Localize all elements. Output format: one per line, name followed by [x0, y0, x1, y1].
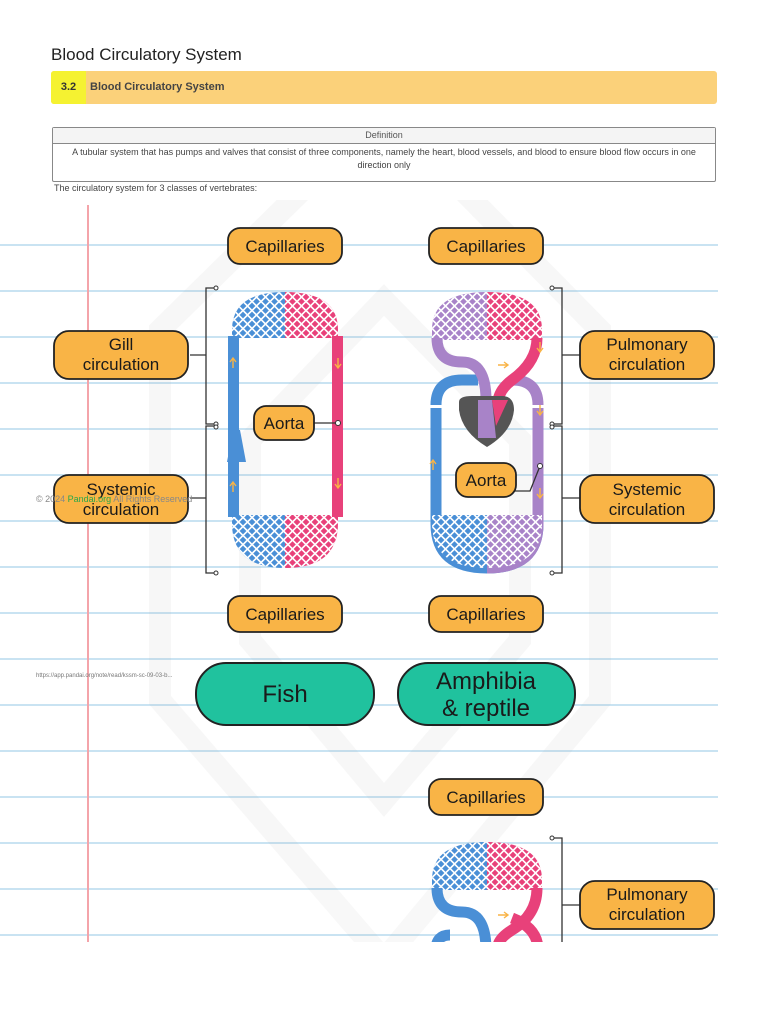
- section-title: Blood Circulatory System: [90, 81, 225, 93]
- intro-text: The circulatory system for 3 classes of …: [54, 183, 258, 193]
- heart-icon: [227, 430, 246, 462]
- page-url: https://app.pandai.org/note/read/kssm-sc…: [36, 673, 173, 679]
- page-title: Blood Circulatory System: [51, 45, 242, 64]
- svg-text:circulation: circulation: [83, 500, 160, 519]
- label-gill-circulation: Gill circulation: [53, 330, 189, 380]
- class-label-amphibia-reptile: Amphibia & reptile: [397, 662, 576, 726]
- label-capillaries: Capillaries: [428, 778, 544, 816]
- ruled-paper: [0, 200, 718, 942]
- label-capillaries: Capillaries: [428, 595, 544, 633]
- label-capillaries: Capillaries: [227, 227, 343, 265]
- capillary-mesh: [232, 515, 338, 568]
- label-capillaries: Capillaries: [227, 595, 343, 633]
- svg-text:& reptile: & reptile: [442, 695, 530, 722]
- label-aorta: Aorta: [253, 405, 315, 441]
- label-aorta: Aorta: [455, 462, 517, 498]
- svg-text:Pulmonary: Pulmonary: [606, 885, 688, 904]
- svg-text:circulation: circulation: [609, 355, 686, 374]
- svg-text:Pulmonary: Pulmonary: [606, 335, 688, 354]
- section-header: 3.2 Blood Circulatory System: [51, 71, 717, 104]
- svg-text:Capillaries: Capillaries: [446, 788, 525, 807]
- third-circulation-diagram: [431, 835, 580, 942]
- definition-text: A tubular system that has pumps and valv…: [72, 147, 696, 170]
- svg-text:circulation: circulation: [609, 905, 686, 924]
- svg-text:Fish: Fish: [262, 681, 307, 708]
- svg-text:Amphibia: Amphibia: [436, 668, 537, 695]
- svg-text:Capillaries: Capillaries: [446, 605, 525, 624]
- copyright-prefix: © 2024: [36, 494, 68, 504]
- copyright-suffix: All Rights Reserved: [111, 494, 193, 504]
- capillary-mesh: [432, 292, 542, 340]
- svg-text:Capillaries: Capillaries: [245, 605, 324, 624]
- svg-text:Capillaries: Capillaries: [245, 237, 324, 256]
- capillary-mesh: [432, 515, 542, 568]
- amphibia-circulation-diagram: [429, 285, 580, 576]
- label-pulmonary-circulation: Pulmonary circulation: [579, 330, 715, 380]
- definition-box: Definition A tubular system that has pum…: [52, 127, 716, 182]
- label-systemic-circulation: Systemic circulation: [53, 474, 189, 524]
- label-capillaries: Capillaries: [428, 227, 544, 265]
- svg-text:circulation: circulation: [609, 500, 686, 519]
- svg-text:Aorta: Aorta: [466, 471, 507, 490]
- brand-link[interactable]: Pandai.org: [67, 494, 112, 504]
- section-number: 3.2: [51, 71, 86, 104]
- margin-line: [87, 205, 89, 942]
- svg-text:Systemic: Systemic: [87, 480, 156, 499]
- svg-text:Systemic: Systemic: [613, 480, 682, 499]
- capillary-mesh: [232, 292, 338, 338]
- copyright-text: © 2024 Pandai.org All Rights Reserved: [36, 494, 192, 504]
- svg-text:circulation: circulation: [83, 355, 160, 374]
- label-pulmonary-circulation: Pulmonary circulation: [579, 880, 715, 930]
- class-label-fish: Fish: [195, 662, 375, 726]
- label-systemic-circulation: Systemic circulation: [579, 474, 715, 524]
- watermark-logo: [149, 200, 611, 942]
- svg-text:Gill: Gill: [109, 335, 134, 354]
- svg-text:Aorta: Aorta: [264, 414, 305, 433]
- capillary-mesh: [432, 842, 542, 890]
- fish-circulation-diagram: [190, 285, 343, 576]
- svg-text:Capillaries: Capillaries: [446, 237, 525, 256]
- definition-heading: Definition: [53, 128, 715, 144]
